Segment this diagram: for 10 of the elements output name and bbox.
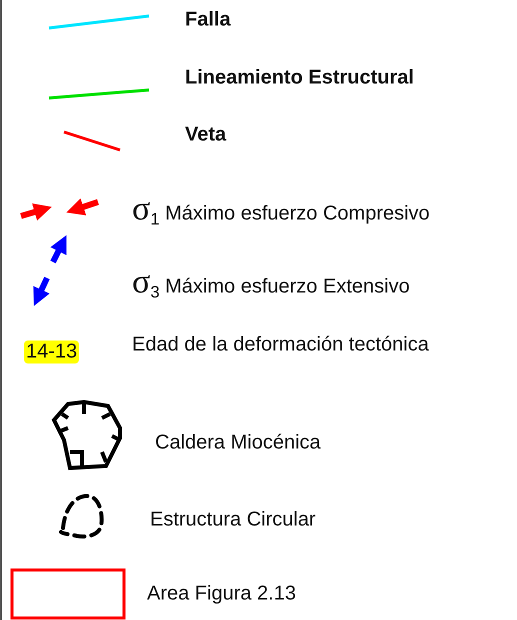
legend-text: Falla	[185, 8, 231, 32]
legend-text: Veta	[185, 124, 226, 146]
legend-text: Estructura Circular	[150, 508, 316, 532]
legend-text: σ$_{1}$ Máximo esfuerzo Compresivo	[132, 190, 430, 230]
legend-text: Lineamiento Estructural	[185, 66, 414, 90]
age-label: 14-13	[24, 340, 80, 364]
legend-text: Edad de la deformación tectónica	[132, 334, 429, 356]
legend-text: Area Figura 2.13	[147, 582, 296, 606]
legend-text: σ$_{3}$ Máximo esfuerzo Extensivo	[132, 264, 410, 302]
legend-text: Caldera Miocénica	[155, 432, 321, 454]
